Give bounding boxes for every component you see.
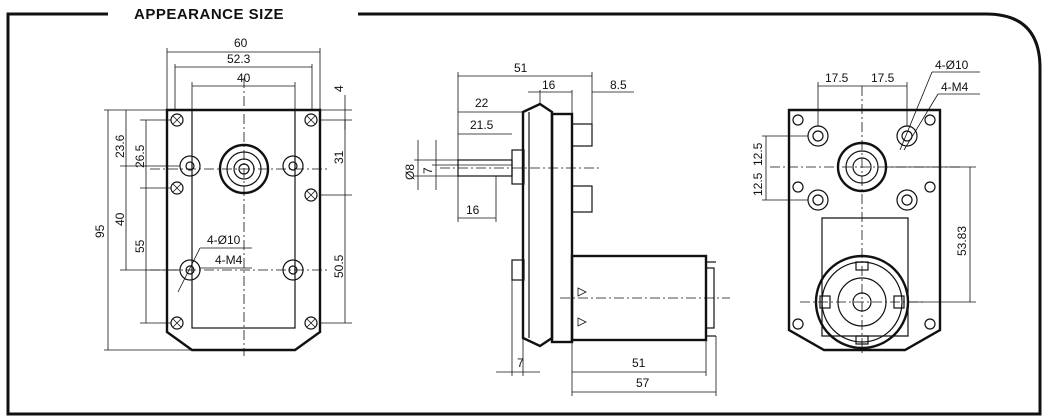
dim-26-5: 26.5 <box>133 144 147 168</box>
dim-22: 22 <box>475 96 489 110</box>
dim-21-5: 21.5 <box>470 118 494 132</box>
dim-dia-8: Ø8 <box>403 164 417 180</box>
dim-flat-7: 7 <box>421 167 435 174</box>
section-title: APPEARANCE SIZE <box>134 6 284 23</box>
side-view: 51 16 8.5 22 21.5 Ø8 7 16 7 51 57 <box>403 61 730 396</box>
dim-53-83: 53.83 <box>955 226 969 256</box>
dim-60: 60 <box>234 36 248 50</box>
dim-8-5: 8.5 <box>610 78 627 92</box>
dim-51-top: 51 <box>514 61 528 75</box>
dim-23-6: 23.6 <box>113 134 127 158</box>
dim-95: 95 <box>93 224 107 238</box>
dim-50-5: 50.5 <box>332 254 346 278</box>
dim-17-5-right: 17.5 <box>871 71 895 85</box>
dim-51-bottom: 51 <box>632 356 646 370</box>
thread-callout-front: 4-M4 <box>215 253 243 267</box>
rear-view: 17.5 17.5 4-Ø10 4-M4 12.5 12.5 53.83 <box>751 58 980 356</box>
dim-52-3: 52.3 <box>227 52 251 66</box>
dim-7-bottom: 7 <box>517 356 524 370</box>
front-view: 60 52.3 40 4 31 50.5 95 23.6 26.5 40 55 <box>93 36 352 356</box>
dim-31: 31 <box>332 150 346 164</box>
holes-callout-rear: 4-Ø10 <box>935 58 969 72</box>
dim-55: 55 <box>133 239 147 253</box>
dim-17-5-left: 17.5 <box>825 71 849 85</box>
dim-shaft-16: 16 <box>466 203 480 217</box>
dim-40: 40 <box>237 71 251 85</box>
dim-12-5-b: 12.5 <box>751 172 765 196</box>
frame-border <box>6 12 1042 416</box>
dim-16-top: 16 <box>542 78 556 92</box>
holes-callout-front: 4-Ø10 <box>207 233 241 247</box>
dim-12-5-a: 12.5 <box>751 142 765 166</box>
dim-4: 4 <box>332 85 346 92</box>
thread-callout-rear: 4-M4 <box>941 80 969 94</box>
dim-40-left: 40 <box>113 212 127 226</box>
dim-57: 57 <box>636 376 650 390</box>
